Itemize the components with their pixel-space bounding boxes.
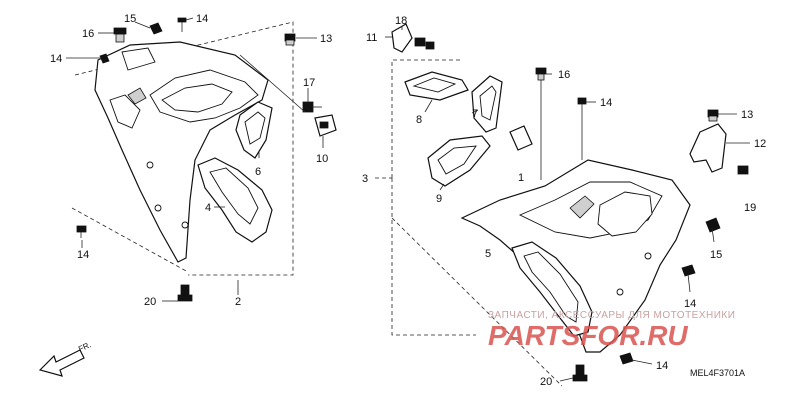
callout-14: 14 bbox=[656, 360, 668, 372]
callout-18: 18 bbox=[395, 15, 407, 27]
callout-14: 14 bbox=[50, 53, 62, 65]
watermark: ЗАПЧАСТИ, АКСЕССУАРЫ ДЛЯ МОТОТЕХНИКИ PAR… bbox=[488, 310, 735, 351]
bolt-15-right bbox=[705, 217, 721, 233]
callout-8: 8 bbox=[416, 114, 422, 126]
screw-14-left-bottom bbox=[76, 225, 87, 238]
collar-16-right bbox=[535, 67, 547, 81]
right-cowl-logo bbox=[569, 195, 595, 219]
left-cowl-mount bbox=[109, 94, 141, 129]
callout-3: 3 bbox=[362, 173, 368, 185]
callout-20: 20 bbox=[144, 296, 156, 308]
callout-16: 16 bbox=[558, 69, 570, 81]
screw-14-right-mid bbox=[681, 264, 696, 277]
callout-14: 14 bbox=[684, 298, 696, 310]
left-cowl-logo bbox=[127, 87, 147, 105]
callout-14: 14 bbox=[600, 97, 612, 109]
leader bbox=[439, 183, 445, 191]
front-direction-label: FR. bbox=[77, 340, 92, 354]
callout-13: 13 bbox=[320, 33, 332, 45]
watermark-brand: PARTSFOR.RU bbox=[488, 320, 688, 351]
leader bbox=[687, 273, 691, 293]
leader bbox=[185, 17, 194, 21]
callout-5: 5 bbox=[485, 248, 491, 260]
leader bbox=[239, 54, 306, 113]
nut-13-right bbox=[707, 109, 719, 122]
right-cowl-hole bbox=[644, 252, 652, 260]
callout-11: 11 bbox=[366, 32, 377, 44]
diagram-code: MEL4F3701A bbox=[690, 368, 745, 378]
callout-4: 4 bbox=[205, 202, 211, 214]
callout-6: 6 bbox=[255, 166, 261, 178]
part-9-inner bbox=[437, 145, 477, 175]
bolt-15-left bbox=[149, 22, 163, 35]
left-cowl-hole bbox=[154, 204, 162, 212]
right-dashed-diagonal bbox=[391, 217, 563, 387]
left-cowl-vent-inner bbox=[161, 83, 233, 113]
screw-14-right-bottom bbox=[619, 352, 634, 365]
clip-10 bbox=[314, 114, 337, 137]
callout-2: 2 bbox=[235, 296, 241, 308]
spacer-block bbox=[509, 125, 533, 151]
part-7-inner bbox=[479, 85, 497, 121]
bracket-12 bbox=[689, 123, 749, 175]
left-dashed-frame-bottom bbox=[71, 207, 189, 273]
left-cowl-tab bbox=[121, 47, 156, 71]
callout-14: 14 bbox=[196, 13, 208, 25]
callout-7: 7 bbox=[472, 108, 478, 120]
callout-15: 15 bbox=[710, 249, 722, 261]
screw-20-left bbox=[177, 284, 193, 302]
callout-17: 17 bbox=[303, 77, 315, 89]
part-8-inner bbox=[412, 77, 457, 93]
screw-14-left-side bbox=[99, 53, 110, 64]
callout-9: 9 bbox=[436, 193, 442, 205]
left-cowl-hole bbox=[181, 221, 189, 229]
front-direction-arrow: FR. bbox=[38, 340, 93, 377]
collar-16-left bbox=[113, 27, 127, 43]
callout-12: 12 bbox=[754, 138, 766, 150]
left-assembly: 15 14 16 14 13 17 10 6 4 14 20 2 bbox=[50, 13, 337, 308]
leader bbox=[559, 377, 574, 382]
callout-14: 14 bbox=[77, 249, 89, 261]
callout-15: 15 bbox=[124, 13, 136, 25]
bracket-18 bbox=[391, 23, 435, 53]
part-4-grille-inner bbox=[209, 167, 259, 225]
right-assembly: 18 11 16 14 13 12 19 7 8 9 3 1 5 15 14 1… bbox=[362, 15, 766, 388]
left-cowl-hole bbox=[146, 161, 154, 169]
leader bbox=[134, 21, 151, 29]
callout-1: 1 bbox=[518, 172, 524, 184]
right-cowl-vent bbox=[597, 191, 653, 237]
right-dashed-frame bbox=[391, 59, 476, 336]
callout-16: 16 bbox=[82, 28, 94, 40]
right-lower-grille-inner bbox=[523, 251, 579, 323]
screw-20-right bbox=[572, 364, 588, 382]
watermark-subtitle: ЗАПЧАСТИ, АКСЕССУАРЫ ДЛЯ МОТОТЕХНИКИ bbox=[488, 310, 735, 321]
part-6-duct-inner bbox=[244, 111, 266, 145]
callout-13: 13 bbox=[741, 109, 753, 121]
screw-14-right-top bbox=[577, 97, 587, 112]
leader bbox=[424, 99, 433, 113]
leader bbox=[711, 227, 715, 243]
callout-10: 10 bbox=[316, 153, 328, 165]
screw-14-top-left bbox=[177, 17, 187, 32]
bolt-17 bbox=[302, 101, 322, 113]
nut-13-left bbox=[284, 33, 296, 46]
leader bbox=[471, 109, 479, 114]
callout-19: 19 bbox=[744, 202, 756, 214]
right-cowl-hole bbox=[616, 288, 624, 296]
leader bbox=[631, 359, 653, 365]
front-arrow-icon bbox=[38, 349, 85, 377]
callout-20: 20 bbox=[540, 376, 552, 388]
